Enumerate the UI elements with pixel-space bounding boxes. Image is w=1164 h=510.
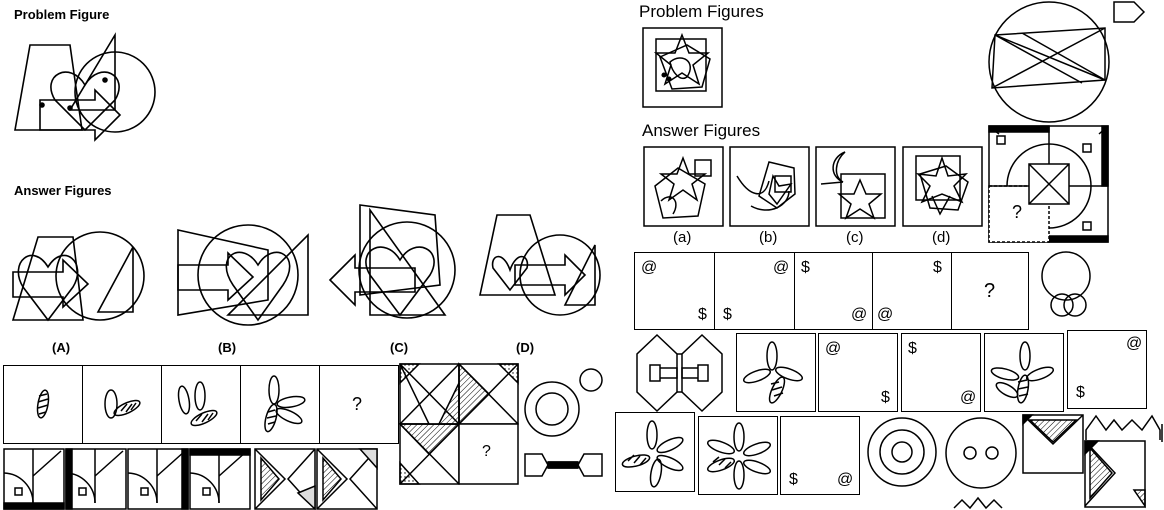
at-symbol: @: [825, 340, 842, 357]
concentric-circles: [866, 416, 938, 488]
symbol-card-1: @ $: [818, 333, 898, 412]
flower-cell-1: [736, 333, 816, 412]
at-symbol: @: [851, 306, 868, 323]
petal-series-cell-1: [3, 365, 83, 444]
question-mark: ?: [984, 280, 996, 302]
button-face-circle: [944, 416, 1019, 508]
symbol-series-cell-4: $ @: [872, 252, 952, 330]
pentagon-arrow-icon: [1113, 1, 1145, 23]
right-answer-label-c: (c): [846, 229, 864, 246]
flower-cell-4: [698, 416, 778, 495]
castle-outline: [1084, 410, 1164, 442]
quadrant-puzzle: [987, 124, 1110, 244]
circle-crossed-rectangle: [987, 0, 1113, 124]
petal-series-question-cell: ?: [319, 365, 399, 444]
pinwheel-question-mark: ?: [482, 443, 491, 460]
at-symbol: @: [641, 259, 658, 276]
symbol-series-cell-3: $ @: [794, 252, 873, 330]
dumbbell-figure: [522, 450, 604, 480]
dollar-symbol: $: [1076, 384, 1085, 401]
pinwheel-grid: [399, 363, 519, 485]
arrow-card-2: [1084, 440, 1146, 508]
at-symbol: @: [877, 306, 894, 323]
right-answer-figure-b: [729, 146, 810, 227]
dollar-symbol: $: [801, 259, 810, 276]
left-answer-label-b: (B): [218, 340, 237, 355]
symbol-series-cell-2: @ $: [714, 252, 795, 330]
right-answer-figure-a: [643, 146, 724, 227]
dollar-symbol: $: [908, 340, 917, 357]
ring-figure: [522, 367, 607, 442]
flower-cell-2: [984, 333, 1064, 412]
quadrant-question-mark: ?: [1012, 202, 1023, 222]
left-answer-figure-c: [325, 200, 480, 325]
arrow-card-1: [1022, 414, 1084, 474]
right-answer-label-d: (d): [932, 229, 951, 246]
left-answer-figure-b: [158, 225, 318, 325]
symbol-card-4: $ @: [780, 416, 860, 495]
right-answer-title: Answer Figures: [642, 121, 761, 140]
symbol-series-question-cell: ?: [951, 252, 1029, 330]
quarter-panel-series: [3, 448, 377, 510]
right-answer-figure-d: [902, 146, 983, 227]
dollar-symbol: $: [881, 389, 890, 406]
right-answer-label-a: (a): [673, 229, 692, 246]
symbol-card-2: $ @: [901, 333, 981, 412]
left-answer-label-c: (C): [390, 340, 409, 355]
left-answer-title: Answer Figures: [14, 183, 112, 198]
left-answer-label-d: (D): [516, 340, 535, 355]
petal-series-cell-2: [82, 365, 162, 444]
left-problem-figure: [10, 30, 160, 145]
at-symbol: @: [960, 389, 977, 406]
dollar-symbol: $: [698, 306, 707, 323]
right-answer-figure-c: [815, 146, 896, 227]
left-answer-figure-a: [8, 232, 153, 324]
petal-series-cell-4: [240, 365, 320, 444]
question-mark: ?: [352, 394, 363, 414]
flower-cell-3: [615, 412, 695, 492]
right-answer-label-b: (b): [759, 229, 778, 246]
symbol-series-cell-1: @ $: [634, 252, 715, 330]
at-symbol: @: [773, 259, 790, 276]
symbol-card-3: @ $: [1067, 330, 1147, 409]
dollar-symbol: $: [933, 259, 942, 276]
right-problem-figure: [642, 27, 723, 108]
at-symbol: @: [837, 471, 854, 488]
dollar-symbol: $: [789, 471, 798, 488]
left-answer-label-a: (A): [52, 340, 71, 355]
dollar-symbol: $: [723, 306, 732, 323]
ornate-bracket-figure: [632, 332, 727, 414]
at-symbol: @: [1126, 335, 1143, 352]
left-answer-figure-d: [475, 210, 600, 325]
petal-series-cell-3: [161, 365, 241, 444]
left-problem-title: Problem Figure: [14, 7, 110, 22]
circle-with-rings: [1040, 250, 1092, 325]
right-problem-title: Problem Figures: [639, 2, 764, 21]
